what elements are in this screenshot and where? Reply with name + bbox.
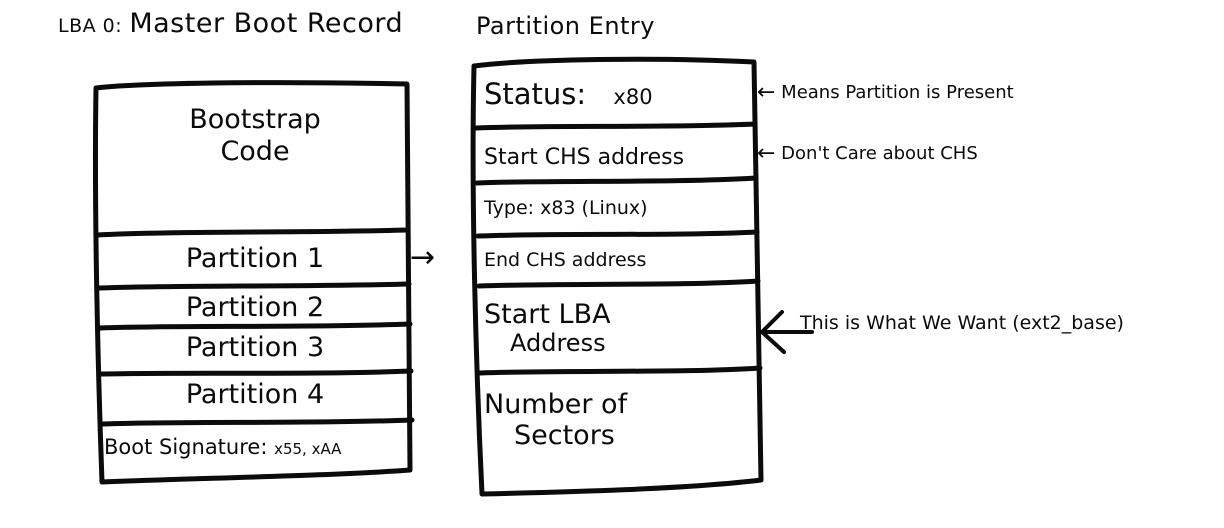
pe-row-status: Status: x80 [484,77,749,111]
mbr-row-partition-2[interactable]: Partition 2 [185,292,325,323]
partition-entry-title: Partition Entry [476,12,656,40]
mbr-title: LBA 0: Master Boot Record [58,8,403,39]
mbr-row-partition-1[interactable]: Partition 1 [185,243,325,274]
left-arrow-icon: ← [757,80,776,105]
status-label: Status: [484,77,587,111]
pe-row-end-chs: End CHS address [484,249,647,271]
annotation-chs-note-text: Don't Care about CHS [781,143,978,164]
pe-row-start-lba: Start LBA Address [484,300,749,356]
left-arrow-icon: ← [757,141,776,166]
mbr-row-partition-4[interactable]: Partition 4 [185,379,325,410]
partition1-to-entry-arrow-icon: → [410,240,436,275]
pe-row-start-chs: Start CHS address [484,145,685,170]
bootstrap-line-2: Code [220,135,290,167]
bootstrap-line-1: Bootstrap [189,104,321,135]
mbr-title-prefix: LBA 0: [58,15,123,37]
boot-signature-label: Boot Signature: [104,435,268,459]
annotation-lba-note-text: This is What We Want (ext2_base) [800,312,1124,334]
pe-row-type: Type: x83 (Linux) [484,197,648,219]
status-value: x80 [613,85,653,109]
annotation-status-note-text: Means Partition is Present [781,82,1014,103]
number-of-sectors-line-1: Number of [484,389,628,420]
start-lba-line-1: Start LBA [484,299,611,330]
annotation-chs-note: ← Don't Care about CHS [757,141,978,166]
mbr-title-main: Master Boot Record [129,8,404,39]
pe-row-number-of-sectors: Number of Sectors [484,389,749,451]
annotation-lba-note: This is What We Want (ext2_base) [800,312,1124,334]
mbr-row-boot-signature: Boot Signature: x55, xAA [104,435,404,459]
start-lba-line-2: Address [510,328,606,357]
mbr-row-bootstrap: Bootstrap Code [110,104,400,168]
boot-signature-value: x55, xAA [274,440,342,458]
long-left-arrow-icon [760,310,814,354]
mbr-row-partition-3[interactable]: Partition 3 [185,332,325,363]
annotation-status-note: ← Means Partition is Present [757,80,1014,105]
mbr-box-frame [92,80,415,485]
number-of-sectors-line-2: Sectors [514,420,615,452]
partition-entry-box-frame [470,56,764,497]
